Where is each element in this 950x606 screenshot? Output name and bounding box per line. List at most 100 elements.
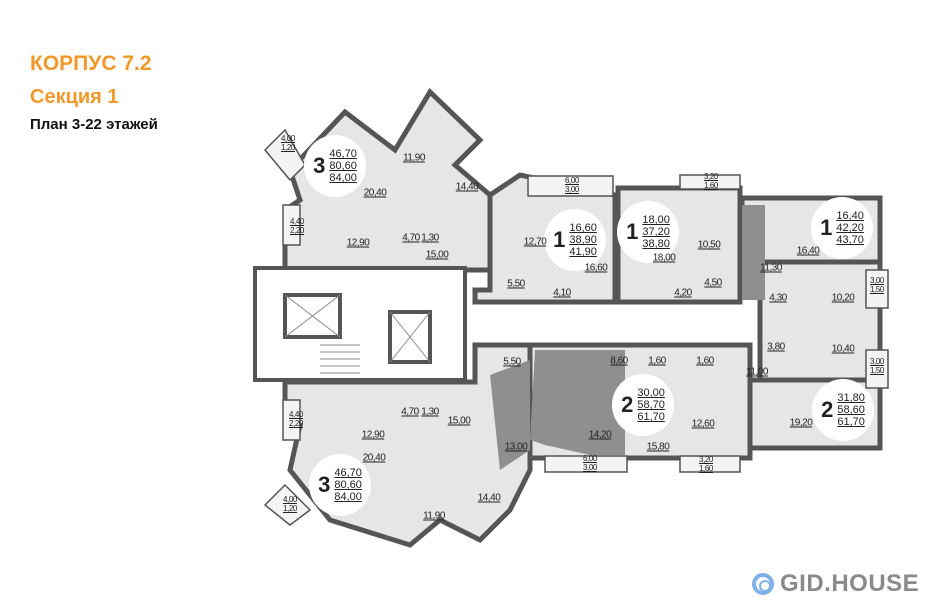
- room-area: 1,60: [648, 355, 666, 367]
- balcony: [282, 204, 301, 246]
- balcony-area-reduced: 1,50: [870, 366, 884, 375]
- room-area: 15,00: [447, 415, 471, 427]
- living-area: 16,60: [569, 222, 597, 234]
- building-title: КОРПУС 7.2: [30, 52, 152, 75]
- balcony-area-reduced: 1,50: [870, 285, 884, 294]
- total-area-with-balcony: 61,70: [837, 416, 865, 428]
- room-area: 14,20: [588, 429, 612, 441]
- balcony: [865, 349, 889, 389]
- total-area: 38,90: [569, 234, 597, 246]
- room-area: 5,50: [503, 356, 521, 368]
- room-area: 14,40: [477, 492, 501, 504]
- balcony: [527, 175, 614, 197]
- balcony-area-value: 4,40: [290, 217, 304, 226]
- room-count: 1: [553, 227, 566, 252]
- balcony-area-value: 3,00: [870, 357, 884, 366]
- total-area-with-balcony: 61,70: [637, 411, 665, 423]
- room-area: 1,30: [421, 232, 439, 244]
- total-area-with-balcony: 84,00: [334, 491, 362, 503]
- balcony: [544, 455, 628, 473]
- room-area: 1,60: [696, 355, 714, 367]
- room-area: 5,50: [507, 278, 525, 290]
- living-area: 46,70: [329, 148, 357, 160]
- room-area: 11,90: [423, 510, 445, 522]
- balcony-area-reduced: 1,60: [699, 464, 713, 473]
- logo-ring-icon: [752, 573, 774, 595]
- balcony: [263, 483, 312, 526]
- total-area: 58,60: [837, 404, 865, 416]
- room-count: 1: [626, 219, 639, 244]
- room-area: 14,40: [455, 181, 479, 193]
- balcony-area-value: 3,20: [704, 172, 718, 181]
- balcony: [679, 455, 741, 473]
- stair-and-shaft-hatching: [284, 294, 431, 374]
- room-area: 15,80: [646, 441, 670, 453]
- room-area: 18,00: [652, 252, 676, 264]
- room-area: 4,10: [553, 287, 571, 299]
- total-area-with-balcony: 84,00: [329, 172, 357, 184]
- room-count: 3: [313, 153, 326, 178]
- room-area: 4,70: [401, 406, 419, 418]
- total-area-with-balcony: 43,70: [836, 234, 864, 246]
- room-area: 15,00: [425, 249, 449, 261]
- room-area: 11,90: [403, 152, 425, 164]
- living-area: 30,00: [637, 387, 665, 399]
- corridor-shaded: [490, 360, 530, 470]
- room-area: 1,30: [421, 406, 439, 418]
- balcony-area-reduced: 1,60: [704, 181, 718, 190]
- room-area: 4,70: [402, 232, 420, 244]
- balcony-area-reduced: 3,00: [583, 463, 597, 472]
- room-area: 10,20: [831, 292, 855, 304]
- room-area: 16,60: [584, 262, 608, 274]
- balcony-area-value: 4,00: [283, 495, 297, 504]
- room-area: 10,40: [831, 343, 855, 355]
- room-area: 4,30: [769, 292, 787, 304]
- living-area: 16,40: [836, 210, 864, 222]
- balcony-area-value: 3,00: [870, 276, 884, 285]
- room-area: 4,20: [674, 287, 692, 299]
- balcony-area-reduced: 2,20: [289, 419, 303, 428]
- room-area: 12,90: [346, 237, 370, 249]
- living-area: 46,70: [334, 467, 362, 479]
- room-area: 11,30: [760, 262, 782, 274]
- room-area: 10,50: [697, 239, 721, 251]
- total-area: 80,60: [334, 479, 362, 491]
- plan-subtitle: План 3-22 этажей: [30, 116, 158, 133]
- room-area: 20,40: [363, 187, 387, 199]
- balcony: [282, 399, 301, 441]
- section-title: Секция 1: [30, 86, 119, 108]
- total-area: 58,70: [637, 399, 665, 411]
- balcony: [679, 174, 741, 190]
- balcony-area-value: 4,00: [281, 134, 295, 143]
- total-area: 42,20: [836, 222, 864, 234]
- gid-house-logo: GID.HOUSE: [752, 570, 919, 598]
- corridor-shaded: [742, 205, 765, 300]
- balcony-area-reduced: 1,20: [281, 143, 295, 152]
- room-count: 2: [821, 397, 834, 422]
- balcony-area-value: 3,20: [699, 455, 713, 464]
- balcony: [865, 269, 889, 309]
- logo-text: GID.HOUSE: [780, 570, 920, 597]
- room-area: 13,00: [504, 441, 528, 453]
- corridor-shaded: [530, 350, 625, 455]
- living-area: 31,80: [837, 392, 865, 404]
- room-area: 4,50: [704, 277, 722, 289]
- room-area: 12,60: [691, 418, 715, 430]
- room-area: 3,80: [767, 341, 785, 353]
